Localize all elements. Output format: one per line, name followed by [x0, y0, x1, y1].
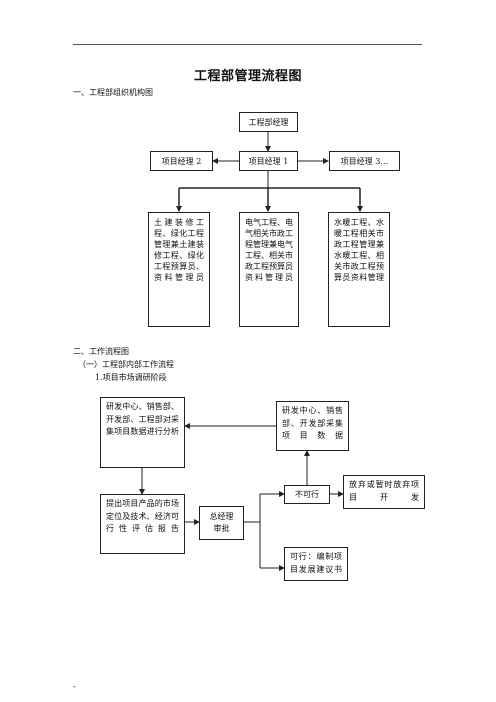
org-box-pm3: 项目经理 3…: [329, 151, 400, 171]
flow-box-abandon: 放弃或暂时放弃项目开发: [343, 475, 425, 509]
flow-box-approve: 总经理审批: [199, 506, 244, 540]
org-box-manager: 工程部经理: [239, 112, 298, 132]
section-heading-org: 一、工程部组织机构图: [73, 88, 153, 97]
flow-box-collect: 研发中心、销售部、开发部采集项目数据: [276, 401, 349, 451]
org-box-electrical: 电气工程、电气相关市政工程管理兼电气工程、相关市政工程预算员资料管理员: [239, 212, 299, 327]
page-title: 工程部管理流程图: [193, 69, 302, 84]
org-box-pm2: 项目经理 2: [150, 151, 213, 171]
org-box-pm1: 项目经理 1: [239, 151, 298, 171]
flow-box-feasible: 可行：编制项目发展建议书: [284, 547, 348, 581]
header-rule: [73, 44, 422, 45]
flow-box-report: 提出项目产品的市场定位及技术、经济可行性评估报告: [100, 494, 185, 554]
section-heading-workflow: 二、工作流程图: [73, 347, 129, 356]
footer-mark: -: [73, 682, 76, 691]
org-box-civil: 土建装修工程、绿化工程管理兼土建装修工程、绿化工程预算员、资料管理员: [148, 212, 210, 327]
flow-box-analysis: 研发中心、销售部、开发部、工程部对采集项目数据进行分析: [100, 397, 185, 468]
step-heading: 1.项目市场调研阶段: [95, 373, 167, 382]
flow-box-infeasible: 不可行: [284, 485, 330, 504]
subsection-heading: （一）工程部内部工作流程: [78, 360, 174, 369]
org-box-plumbing: 水暖工程、水暖工程相关市政工程管理兼水暖工程、相关市政工程预算员资料管理: [328, 212, 390, 327]
